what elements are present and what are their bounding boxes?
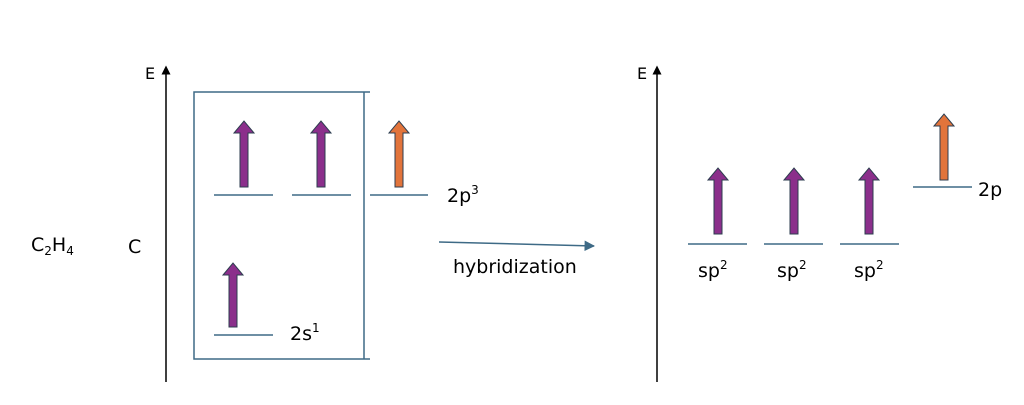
atom-label: C (128, 236, 142, 258)
label-sp2-3: sp2 (854, 258, 884, 282)
label-2p: 2p3 (447, 183, 479, 207)
electron-2p-1-arrow (232, 120, 256, 188)
hybridization-arrow[interactable] (438, 240, 596, 252)
orbital-bracket-box (193, 91, 370, 360)
electron-2p-3-arrow (387, 120, 411, 188)
label-2s: 2s1 (290, 321, 320, 345)
electron-sp2-1-arrow (706, 167, 730, 235)
electron-2p-unhybridized-arrow (932, 113, 956, 181)
left-axis-label: E (145, 64, 156, 83)
label-sp2-2: sp2 (777, 258, 807, 282)
label-sp2-1: sp2 (698, 258, 728, 282)
right-axis-label: E (637, 64, 648, 83)
electron-2s-arrow (221, 262, 245, 328)
hybridization-label: hybridization (453, 256, 577, 278)
label-2p-unhybridized: 2p (978, 179, 1003, 201)
electron-sp2-2-arrow (782, 167, 806, 235)
molecule-formula: C2H4 (31, 234, 74, 258)
electron-sp2-3-arrow (857, 167, 881, 235)
electron-2p-2-arrow (309, 120, 333, 188)
